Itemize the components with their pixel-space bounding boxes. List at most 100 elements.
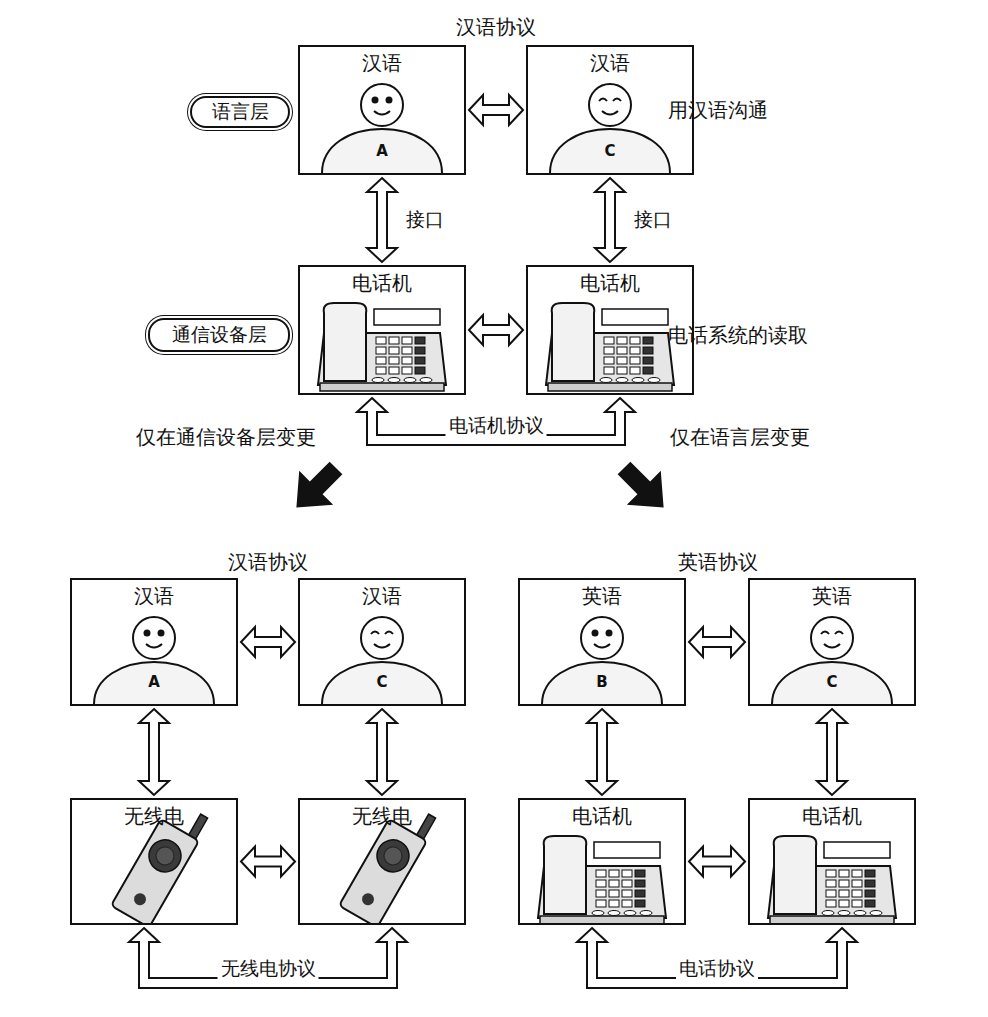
box-heading: 英语 [520, 585, 684, 608]
hollow-arrow [367, 709, 397, 795]
phone-base [548, 383, 672, 391]
mouth [602, 111, 618, 115]
radio-button [132, 891, 148, 907]
arrow-fill [378, 189, 386, 251]
layer-note: 汉语协议 [228, 551, 308, 574]
phone-key [630, 367, 640, 374]
arrow-fill [828, 720, 836, 784]
arrow-fill [592, 939, 842, 983]
phone-key [389, 367, 399, 374]
box-heading: 电话机 [528, 272, 692, 295]
phone-key [617, 347, 627, 354]
phone-key [635, 900, 645, 907]
arrow-shape [607, 451, 681, 525]
phone-key [643, 347, 653, 354]
arrow-fill [150, 720, 158, 784]
layer-note: 电话系统的读取 [668, 324, 808, 347]
hollow-arrow [139, 709, 169, 795]
arrow-outline [592, 941, 842, 983]
hollow-arrow [595, 178, 625, 262]
person-head [589, 84, 631, 126]
radio-speaker [381, 844, 406, 869]
phone-key [826, 870, 836, 877]
phone-handset [774, 836, 817, 914]
phone-key [609, 870, 619, 877]
phone-display [824, 842, 890, 858]
phone-key [635, 870, 645, 877]
phone-key [617, 367, 627, 374]
phone-key [630, 357, 640, 364]
eye [821, 632, 829, 635]
eye [599, 99, 607, 102]
person-letter: B [520, 674, 684, 691]
mouth [824, 644, 840, 648]
phone-base [320, 383, 444, 391]
phone-key [839, 870, 849, 877]
phone-button [608, 911, 620, 916]
layer-note: 用汉语沟通 [668, 99, 768, 122]
person-letter: A [72, 674, 236, 691]
edge-label: 电话协议 [676, 958, 758, 980]
phone-button [616, 378, 628, 383]
edge-label: 电话机协议 [446, 415, 547, 437]
arrow-fill [378, 720, 386, 784]
phone-button [632, 378, 644, 383]
device-box: 英语 C [748, 578, 916, 706]
phone-button [388, 378, 400, 383]
phone-display [594, 842, 660, 858]
phone-key [376, 337, 386, 344]
phone-key [865, 880, 875, 887]
phone-button [640, 911, 652, 916]
arrow-fill [144, 939, 392, 983]
arrow-fill [480, 106, 512, 114]
arrow-fill [606, 189, 614, 251]
phone-key [376, 347, 386, 354]
phone-key [635, 880, 645, 887]
phone-key [402, 337, 412, 344]
phone-key [852, 870, 862, 877]
person-head [133, 617, 175, 659]
phone-key [617, 357, 627, 364]
phone-key [852, 880, 862, 887]
layer-box: 语言层 [190, 96, 290, 128]
box-heading: 汉语 [72, 585, 236, 608]
box-heading: 英语 [750, 585, 914, 608]
edge-label: 接口 [403, 209, 447, 231]
arrow-fill [252, 638, 284, 646]
hollow-arrow [357, 398, 635, 440]
phone-key [826, 880, 836, 887]
person-head [361, 617, 403, 659]
arrow-fill [480, 326, 512, 334]
phone-handset [552, 303, 595, 381]
phone-button [404, 378, 416, 383]
device-box: 汉语 A [70, 578, 238, 706]
radio-speaker [143, 834, 187, 878]
phone-base [540, 916, 664, 923]
phone-key [630, 337, 640, 344]
person-head [361, 84, 403, 126]
arrow-fill [252, 858, 284, 866]
eye [371, 632, 379, 635]
device-box: 无线电 [70, 798, 238, 925]
black-arrow [279, 451, 353, 525]
radio-button [360, 891, 376, 907]
person-letter: C [750, 674, 914, 691]
phone-key [376, 357, 386, 364]
phone-button [372, 378, 384, 383]
person-head [811, 617, 853, 659]
radio-body [339, 819, 427, 923]
phone-key [865, 890, 875, 897]
phone-key [596, 900, 606, 907]
phone-key [609, 890, 619, 897]
device-box: 英语 B [518, 578, 686, 706]
device-box: 电话机 [748, 798, 916, 925]
radio-speaker [153, 844, 178, 869]
phone-key [852, 900, 862, 907]
phone-key [604, 347, 614, 354]
eye [613, 99, 621, 102]
phone-button [838, 911, 850, 916]
phone-key [415, 337, 425, 344]
phone-button [822, 911, 834, 916]
phone-key [402, 347, 412, 354]
